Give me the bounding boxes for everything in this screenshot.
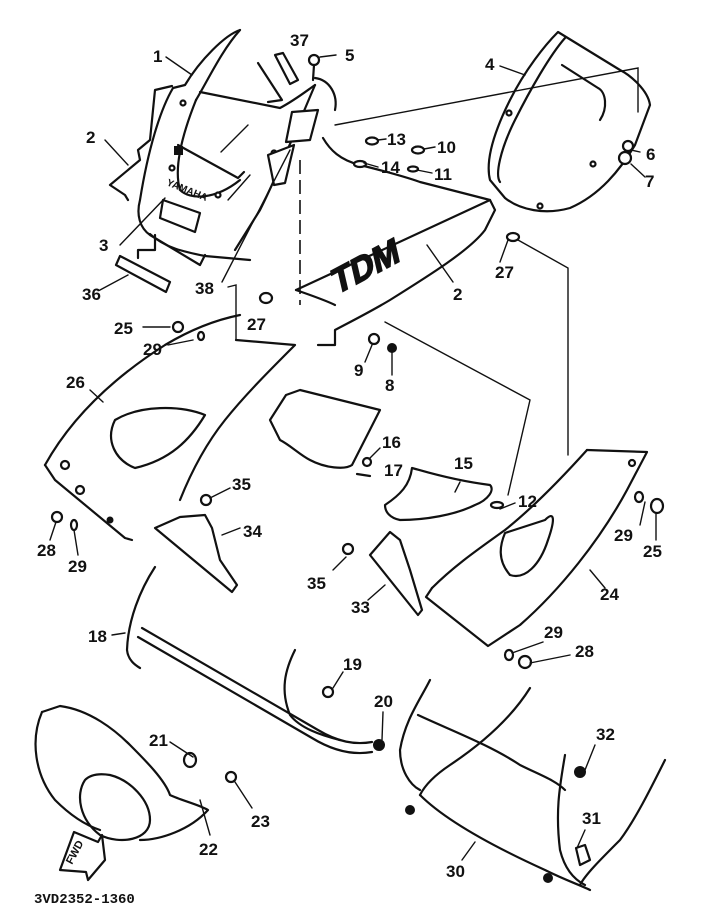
nut-32[interactable] — [574, 766, 586, 778]
callout-38: 38 — [195, 279, 214, 298]
frame-part-30[interactable] — [398, 678, 667, 892]
callout-13: 13 — [387, 130, 406, 149]
washer-29-lower-left[interactable] — [69, 518, 79, 532]
under-cover-part-15[interactable] — [383, 466, 493, 522]
callout-20: 20 — [374, 692, 393, 711]
washer-17[interactable] — [355, 472, 372, 478]
yamaha-logo: YAMAHA — [165, 178, 209, 204]
callout-2-upper: 2 — [86, 128, 95, 147]
callout-29-upper-right: 29 — [614, 526, 633, 545]
drawing-number: 3VD2352-1360 — [34, 892, 135, 908]
callout-10: 10 — [437, 138, 456, 157]
right-side-cowl-part-24[interactable] — [424, 448, 649, 648]
callout-30: 30 — [446, 862, 465, 881]
callout-11: 11 — [434, 165, 452, 184]
grommet-27-left[interactable] — [258, 291, 274, 305]
screw-5[interactable] — [307, 53, 321, 82]
leader-lines — [49, 54, 657, 861]
fwd-arrow: FWD — [58, 830, 107, 882]
callout-16: 16 — [382, 433, 401, 452]
callout-1: 1 — [153, 47, 162, 66]
callout-9: 9 — [354, 361, 363, 380]
part-36-strip[interactable] — [114, 233, 172, 294]
part-38-strip[interactable] — [266, 108, 320, 187]
callout-labels: 1 2 2 3 4 5 6 7 8 9 10 11 12 13 14 15 16… — [37, 31, 662, 881]
callout-33: 33 — [351, 598, 370, 617]
bolt-19[interactable] — [321, 685, 335, 699]
callout-18: 18 — [88, 627, 107, 646]
under-cover-panel[interactable] — [268, 388, 382, 469]
callout-14: 14 — [381, 158, 400, 177]
grommet-27-right[interactable] — [505, 231, 521, 243]
callout-12: 12 — [518, 492, 537, 511]
callout-29-lower-left: 29 — [68, 557, 87, 576]
bolt-25-left[interactable] — [171, 320, 185, 334]
callout-6: 6 — [646, 145, 655, 164]
nut-23[interactable] — [224, 770, 238, 784]
screw-16[interactable] — [361, 456, 373, 468]
callout-5: 5 — [345, 46, 354, 65]
callout-15: 15 — [454, 454, 473, 473]
nut-20[interactable] — [373, 739, 385, 751]
callout-31: 31 — [582, 809, 601, 828]
callout-25-left: 25 — [114, 319, 133, 338]
washer-29-lower-right[interactable] — [503, 648, 515, 662]
callout-26: 26 — [66, 373, 85, 392]
callout-25-right: 25 — [643, 542, 662, 561]
headlight-part-22[interactable] — [34, 704, 210, 842]
washer-6[interactable] — [621, 139, 635, 153]
nut-7[interactable] — [617, 150, 633, 166]
callout-27-right: 27 — [495, 263, 514, 282]
bracket-part-34[interactable] — [153, 513, 239, 594]
callout-19: 19 — [343, 655, 362, 674]
bolt-28-left[interactable] — [50, 510, 64, 524]
callout-2-lower: 2 — [453, 285, 462, 304]
callout-24: 24 — [600, 585, 619, 604]
callout-36: 36 — [82, 285, 101, 304]
callout-3: 3 — [99, 236, 108, 255]
part-31-plate[interactable] — [574, 843, 592, 867]
bolt-8[interactable] — [387, 343, 397, 353]
callout-35-left: 35 — [232, 475, 251, 494]
callout-27-left: 27 — [247, 315, 266, 334]
washer-29-right[interactable] — [633, 490, 645, 504]
bolt-28-right[interactable] — [517, 654, 533, 670]
washer-11[interactable] — [406, 165, 420, 173]
callout-34: 34 — [243, 522, 262, 541]
callout-22: 22 — [199, 840, 218, 859]
callout-8: 8 — [385, 376, 394, 395]
part-37-pad[interactable] — [256, 51, 300, 104]
screw-35-right[interactable] — [341, 542, 355, 556]
callout-29-upper-left: 29 — [143, 340, 162, 359]
left-side-cowl-part-26[interactable] — [43, 313, 297, 542]
bolt-25-right[interactable] — [649, 497, 665, 515]
upper-cowling-part[interactable]: YAMAHA — [137, 28, 337, 267]
callout-4: 4 — [485, 55, 495, 74]
callout-17: 17 — [384, 461, 403, 480]
callout-37: 37 — [290, 31, 309, 50]
callout-28-right: 28 — [575, 642, 594, 661]
bracket-part-33[interactable] — [368, 530, 424, 617]
cowl-side-panel[interactable] — [108, 84, 174, 202]
callout-35-right: 35 — [307, 574, 326, 593]
callout-7: 7 — [645, 172, 654, 191]
screw-35-left[interactable] — [199, 493, 213, 507]
washer-14[interactable] — [352, 159, 368, 169]
grommet-9[interactable] — [367, 332, 381, 346]
stay-part-18[interactable] — [125, 565, 374, 755]
washer-29-left[interactable] — [196, 330, 206, 342]
tdm-logo: TDM — [329, 231, 403, 303]
screw-10[interactable] — [410, 145, 426, 155]
windscreen-part-4[interactable] — [487, 30, 652, 213]
callout-29-lower-right: 29 — [544, 623, 563, 642]
clip-12[interactable] — [489, 500, 505, 510]
callout-28-left: 28 — [37, 541, 56, 560]
callout-23: 23 — [251, 812, 270, 831]
screw-13[interactable] — [364, 136, 380, 146]
callout-32: 32 — [596, 725, 615, 744]
callout-21: 21 — [149, 731, 168, 750]
